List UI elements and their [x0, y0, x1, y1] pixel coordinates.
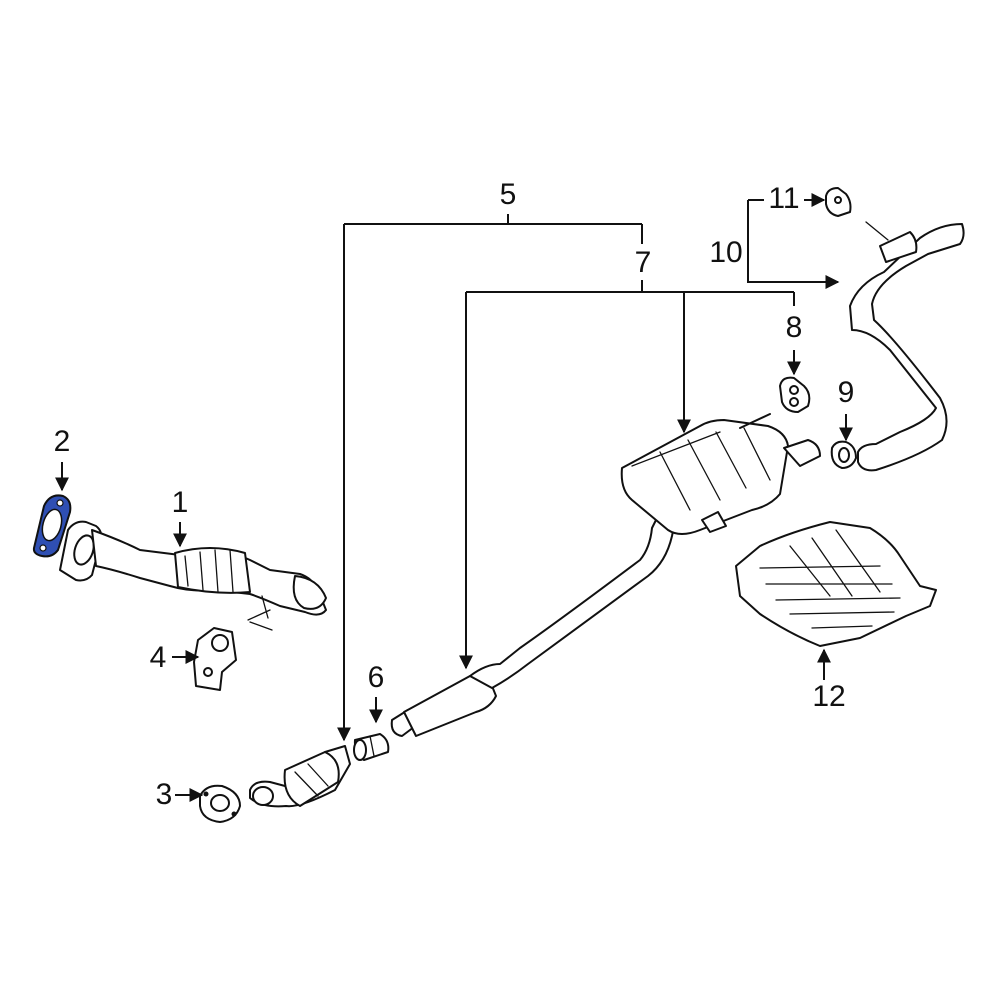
callout-1: 1: [171, 486, 189, 519]
callout-8: 8: [785, 311, 803, 344]
callout-7: 7: [634, 246, 652, 279]
part-10-tailpipe[interactable]: [849, 221, 965, 472]
callout-6: 6: [367, 661, 385, 694]
callout-9: 9: [837, 376, 855, 409]
part-2-gasket[interactable]: [32, 494, 72, 558]
part-1-front-pipe[interactable]: [59, 520, 327, 631]
part-8-hanger[interactable]: [779, 376, 811, 413]
part-6-clamp[interactable]: [353, 733, 390, 761]
callout-11: 11: [768, 182, 800, 215]
part-3-gasket[interactable]: [199, 784, 241, 823]
callout-3: 3: [155, 778, 173, 811]
part-9-gasket[interactable]: [830, 440, 857, 469]
part-12-heat-shield[interactable]: [735, 521, 937, 647]
part-11-hanger[interactable]: [825, 187, 852, 217]
part-4-bracket[interactable]: [193, 627, 237, 691]
callout-2: 2: [53, 425, 71, 458]
intermediate-pipe-and-muffler[interactable]: [390, 413, 821, 737]
callout-12: 12: [812, 680, 846, 713]
leader-lines: [55, 193, 853, 802]
front-converter[interactable]: [249, 745, 351, 808]
callout-10: 10: [709, 236, 743, 269]
callout-5: 5: [499, 178, 517, 211]
callout-4: 4: [149, 641, 167, 674]
